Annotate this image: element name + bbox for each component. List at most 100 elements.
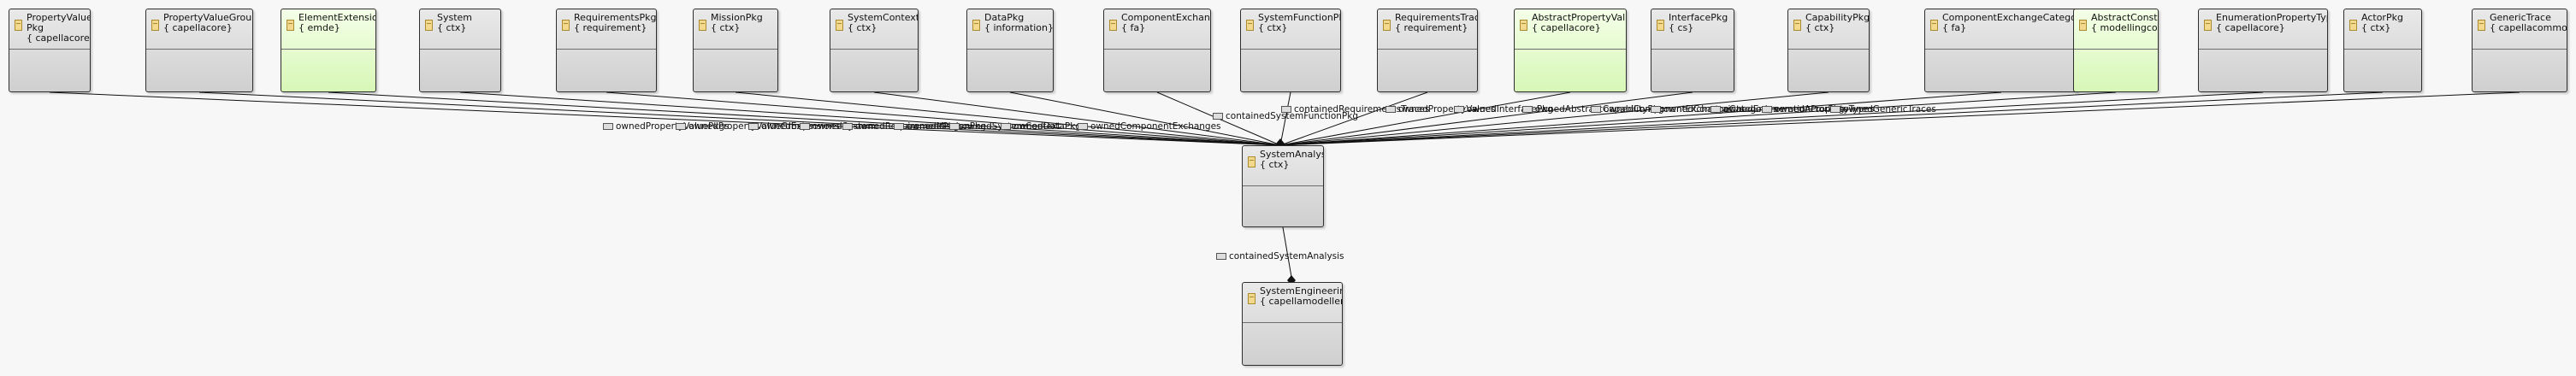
class-package: { capellacore} [27, 32, 91, 44]
class-icon [15, 20, 22, 31]
reference-icon [603, 123, 613, 130]
class-name: SystemContext [848, 12, 919, 23]
composition-edge[interactable] [1279, 91, 1571, 146]
class-icon [287, 20, 294, 31]
class-box-data-pkg[interactable]: DataPkg{ information} [966, 9, 1054, 92]
reference-icon [748, 123, 759, 130]
class-package: { ctx} [1260, 159, 1290, 170]
class-box-system-engineering[interactable]: SystemEngineering{ capellamodeller} [1242, 282, 1343, 366]
edge-label-text: ownedMissionPkg [907, 121, 986, 132]
class-icon [1383, 20, 1391, 31]
composition-edge[interactable] [1279, 91, 1428, 146]
edge-label: ownedDataPkg [1001, 121, 1081, 132]
class-icon [836, 20, 843, 31]
class-name: SystemEngineering [1260, 285, 1343, 297]
composition-edge[interactable] [1279, 91, 1693, 146]
class-icon [699, 20, 706, 31]
class-box-interface-pkg[interactable]: InterfacePkg{ cs} [1651, 9, 1734, 92]
class-box-system-context[interactable]: SystemContext{ ctx} [830, 9, 919, 92]
composition-edge[interactable] [1279, 91, 1829, 146]
class-name: CapabilityPkg [1805, 12, 1870, 23]
class-box-requirements-pkg[interactable]: RequirementsPkg{ requirement} [556, 9, 657, 92]
composition-edge[interactable] [1279, 91, 2117, 146]
class-package: { capellacore} [2216, 22, 2285, 33]
composition-edge[interactable] [49, 91, 1281, 146]
composition-edge[interactable] [735, 91, 1281, 146]
composition-edge[interactable] [328, 91, 1281, 146]
class-icon [1657, 20, 1664, 31]
edge-label: ownedMissionPkg [894, 121, 986, 132]
class-box-system-function-pkg[interactable]: SystemFunctionPkg{ ctx} [1240, 9, 1341, 92]
reference-icon [1385, 106, 1396, 113]
edge-label-text: ownedPropertyValues [1398, 104, 1496, 115]
edge-label: containedSystemFunctionPkg [1213, 111, 1358, 121]
edge-label-text: ownedPropertyValuePkgs [616, 121, 730, 132]
edge-label: ownedComponentExchanges [1078, 121, 1221, 132]
class-name: AbstractPropertyValue [1532, 12, 1627, 23]
composition-edge[interactable] [1282, 226, 1292, 278]
class-icon [151, 20, 159, 31]
class-name: RequirementsPkg [574, 12, 657, 23]
class-package: { capellacommon} [2490, 22, 2567, 33]
class-icon [562, 20, 570, 31]
composition-edge[interactable] [873, 91, 1281, 146]
reference-icon [1213, 113, 1223, 120]
class-package: { capellacore} [1532, 22, 1601, 33]
composition-edge[interactable] [1279, 91, 1291, 146]
class-name: SystemFunctionPkg [1258, 12, 1340, 23]
edge-label-text: ownedSystemContext [962, 121, 1061, 132]
class-package: { fa} [1121, 22, 1146, 33]
class-box-mission-pkg[interactable]: MissionPkg{ ctx} [693, 9, 778, 92]
composition-edge[interactable] [606, 91, 1281, 146]
class-box-component-exchange-category[interactable]: ComponentExchangeCategory{ fa} [1924, 9, 2078, 92]
edge-label: ownedPropertyValues [1385, 104, 1496, 115]
class-box-system-analysis[interactable]: SystemAnalysis{ ctx} [1242, 145, 1324, 227]
composition-edge[interactable] [1279, 91, 2520, 146]
composition-edge[interactable] [1009, 91, 1281, 146]
edge-label: ownedComponentExchangeCategories [1591, 104, 1778, 115]
class-name: ComponentExchangeCategory [1942, 12, 2078, 23]
class-icon [425, 20, 433, 31]
class-name: ComponentExchange [1121, 12, 1210, 23]
class-box-element-extension[interactable]: ElementExtension{ emde} [281, 9, 376, 92]
class-box-abstract-constraint[interactable]: AbstractConstraint{ modellingcore} [2073, 9, 2159, 92]
composition-edge[interactable] [459, 91, 1281, 146]
reference-icon [1762, 106, 1772, 113]
class-name: AbstractConstraint [2091, 12, 2158, 23]
class-box-enumeration-property-type[interactable]: EnumerationPropertyType{ capellacore} [2198, 9, 2328, 92]
class-icon [1109, 20, 1117, 31]
class-icon [2079, 20, 2087, 31]
class-box-property-value-group[interactable]: PropertyValueGroup{ capellacore} [145, 9, 253, 92]
class-name: SystemAnalysis [1260, 149, 1323, 160]
edge-label: ownedPropertyValuePkgs [603, 121, 730, 132]
class-box-component-exchange[interactable]: ComponentExchange{ fa} [1103, 9, 1211, 92]
composition-edge[interactable] [198, 91, 1281, 146]
reference-icon [1651, 106, 1661, 113]
class-box-property-value-pkg[interactable]: PropertyValue Pkg{ capellacore} [9, 9, 91, 92]
class-box-abstract-property-value[interactable]: AbstractPropertyValue{ capellacore} [1514, 9, 1627, 92]
reference-icon [1591, 106, 1601, 113]
class-box-generic-trace[interactable]: GenericTrace{ capellacommon} [2472, 9, 2567, 92]
edge-label-text: ownedActorPkg [1775, 104, 1845, 115]
class-box-actor-pkg[interactable]: ActorPkg{ ctx} [2343, 9, 2422, 92]
composition-edge[interactable] [1279, 91, 2384, 146]
class-name: System [437, 12, 473, 23]
composition-edge[interactable] [1279, 91, 2264, 146]
class-icon [1520, 20, 1527, 31]
class-name: ElementExtension [298, 12, 376, 23]
class-package: { requirement} [1395, 22, 1468, 33]
class-box-requirements-trace[interactable]: RequirementsTrace{ requirement} [1377, 9, 1478, 92]
class-box-capability-pkg[interactable]: CapabilityPkg{ ctx} [1787, 9, 1870, 92]
class-name: EnumerationPropertyType [2216, 12, 2328, 23]
reference-icon [894, 123, 904, 130]
class-name: RequirementsTrace [1395, 12, 1478, 23]
class-package: { information} [984, 22, 1054, 33]
edge-label: ownedSystemContext [949, 121, 1061, 132]
composition-edge[interactable] [1279, 91, 2002, 146]
reference-icon [1216, 253, 1226, 260]
class-box-system[interactable]: System{ ctx} [419, 9, 501, 92]
class-package: { ctx} [848, 22, 877, 33]
class-name: ActorPkg [2361, 12, 2403, 23]
edge-label-text: ownedDataPkg [1013, 121, 1081, 132]
